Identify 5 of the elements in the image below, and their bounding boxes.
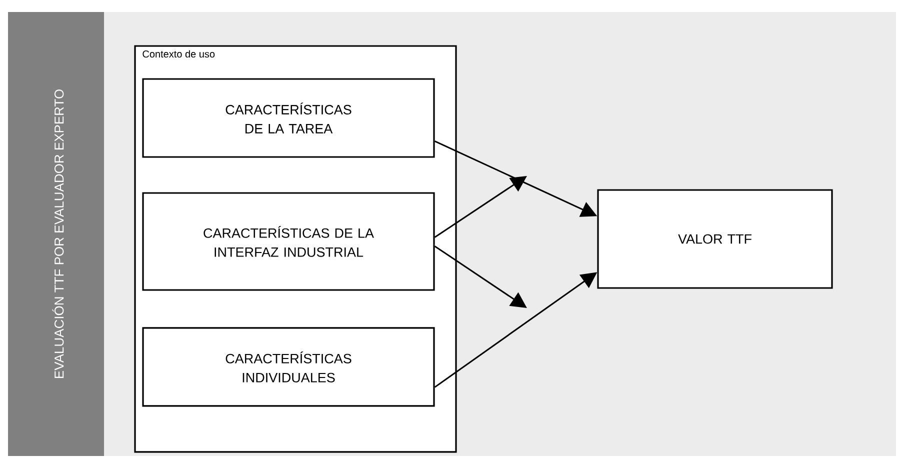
process-box: CARACTERÍSTICAS DE LA INTERFAZ INDUSTRIAL [142, 192, 435, 291]
side-band: EVALUACIÓN TTF POR EVALUADOR EXPERTO [8, 12, 104, 456]
process-box: CARACTERÍSTICAS DE LA TAREA [142, 78, 435, 158]
process-box: CARACTERÍSTICAS INDIVIDUALES [142, 327, 435, 407]
process-box: VALOR TTF [597, 189, 833, 289]
